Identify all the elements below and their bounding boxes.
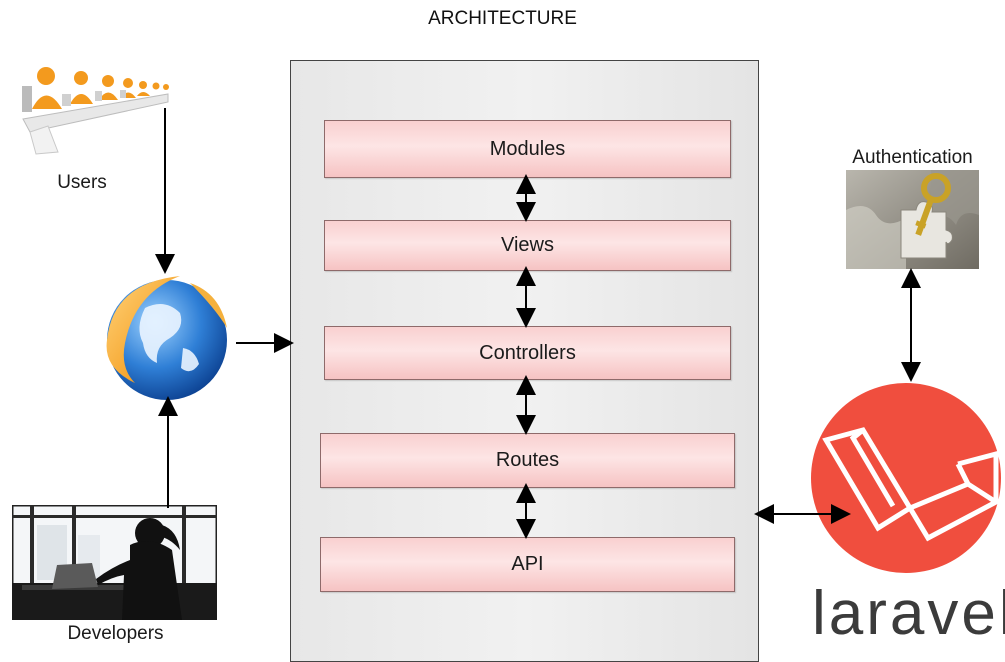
developers-label: Developers	[67, 623, 164, 644]
authentication-label: Authentication	[852, 147, 973, 168]
layer-routes: Routes	[320, 433, 735, 488]
architecture-container: Modules Views Controllers Routes API	[290, 60, 759, 662]
globe-icon	[106, 276, 227, 400]
developer-icon	[12, 505, 217, 620]
laravel-logo-icon	[811, 383, 1001, 573]
connector-arrows	[155, 108, 921, 539]
puzzle-key-icon	[846, 170, 979, 269]
laravel-wordmark: laravel	[812, 579, 1005, 648]
layer-views: Views	[324, 220, 731, 271]
layer-api: API	[320, 537, 735, 592]
users-label: Users	[57, 172, 107, 193]
users-icon	[22, 67, 169, 155]
diagram-title: ARCHITECTURE	[428, 8, 577, 29]
